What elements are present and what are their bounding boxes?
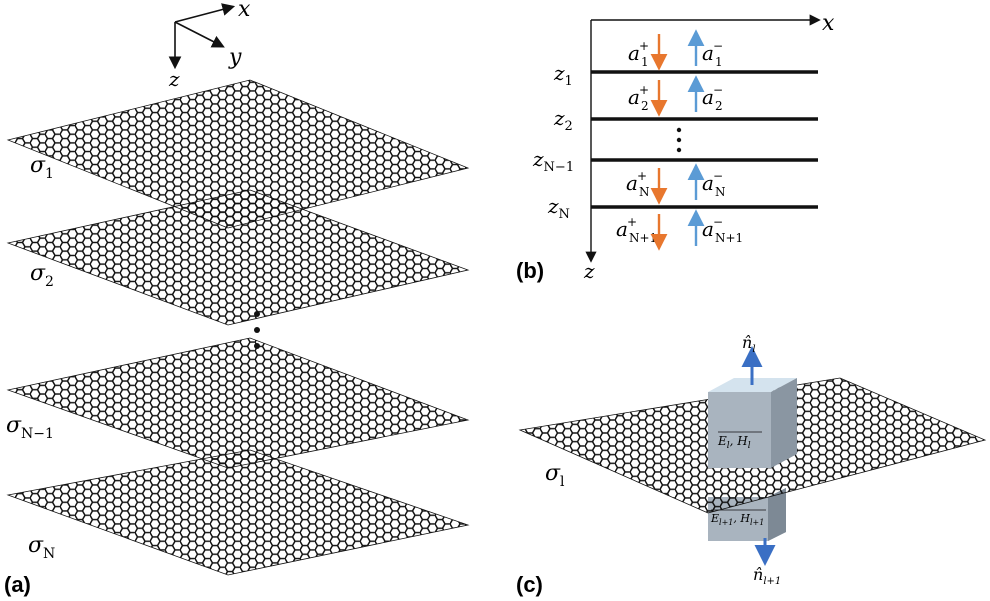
amp-forward-n: a+N bbox=[626, 169, 650, 199]
top-box-side bbox=[771, 378, 797, 468]
graphene-sheet-1: σ1 bbox=[6, 79, 470, 229]
interface-box-diagram: El+1, Hl+1 σl El, Hl n̂l n̂l+1 bbox=[518, 333, 987, 587]
amp-backward-1: a−1 bbox=[702, 39, 723, 69]
amplitude-row-n-plus-1: a+N+1 a−N+1 bbox=[616, 209, 743, 251]
bottom-box-fields: El+1, Hl+1 bbox=[710, 512, 764, 527]
amp-backward-n-plus-1: a−N+1 bbox=[702, 215, 743, 245]
panel-label-a: (a) bbox=[4, 572, 31, 597]
interface-label-n-minus-1: zN−1 bbox=[532, 147, 574, 175]
top-pillbox: El, Hl bbox=[708, 378, 797, 468]
y-axis-arrow bbox=[174, 21, 225, 48]
axes-triad: x y z bbox=[168, 0, 251, 91]
panel-label-c: (c) bbox=[516, 572, 543, 597]
graphene-sheet-n-minus-1: σN−1 bbox=[6, 337, 470, 469]
x-axis-label: x bbox=[238, 0, 251, 22]
sheet-2-sigma: σ2 bbox=[30, 261, 54, 290]
b-x-label: x bbox=[822, 11, 835, 36]
normal-label-bottom: n̂l+1 bbox=[753, 565, 781, 587]
graphene-sheet-2: σ2 bbox=[6, 189, 470, 326]
normal-label-top: n̂l bbox=[742, 333, 756, 355]
amplitude-row-2: a+2 a−2 bbox=[628, 75, 723, 117]
graphene-sheet-n: σN bbox=[6, 449, 470, 576]
interface-label-n: zN bbox=[547, 194, 570, 222]
amp-backward-2: a−2 bbox=[702, 83, 723, 113]
layer-ellipsis bbox=[676, 127, 682, 153]
layer-diagram: x z z1 z2 zN−1 zN a+1 a−1 a+2 a−2 bbox=[532, 11, 835, 283]
sheet-n-sigma: σN bbox=[28, 533, 55, 562]
z-axis-label: z bbox=[168, 67, 180, 91]
amplitude-row-1: a+1 a−1 bbox=[628, 29, 723, 71]
top-box-face bbox=[708, 392, 771, 468]
y-axis-label: y bbox=[228, 45, 242, 70]
amp-backward-n: a−N bbox=[702, 169, 726, 199]
sheet-1-sigma: σ1 bbox=[30, 153, 54, 182]
amp-forward-n-plus-1: a+N+1 bbox=[616, 215, 657, 245]
top-box-fields: El, Hl bbox=[717, 434, 751, 451]
sheet-l-sigma: σl bbox=[545, 461, 565, 490]
b-z-label: z bbox=[583, 259, 595, 283]
interface-label-2: z2 bbox=[553, 106, 573, 134]
panel-label-b: (b) bbox=[516, 258, 544, 283]
sheet-n-minus-1-sigma: σN−1 bbox=[6, 413, 54, 442]
interface-label-1: z1 bbox=[553, 61, 573, 89]
x-axis-arrow bbox=[174, 3, 236, 23]
amp-forward-1: a+1 bbox=[628, 39, 649, 69]
amp-forward-2: a+2 bbox=[628, 83, 649, 113]
amplitude-row-n: a+N a−N bbox=[626, 163, 726, 205]
